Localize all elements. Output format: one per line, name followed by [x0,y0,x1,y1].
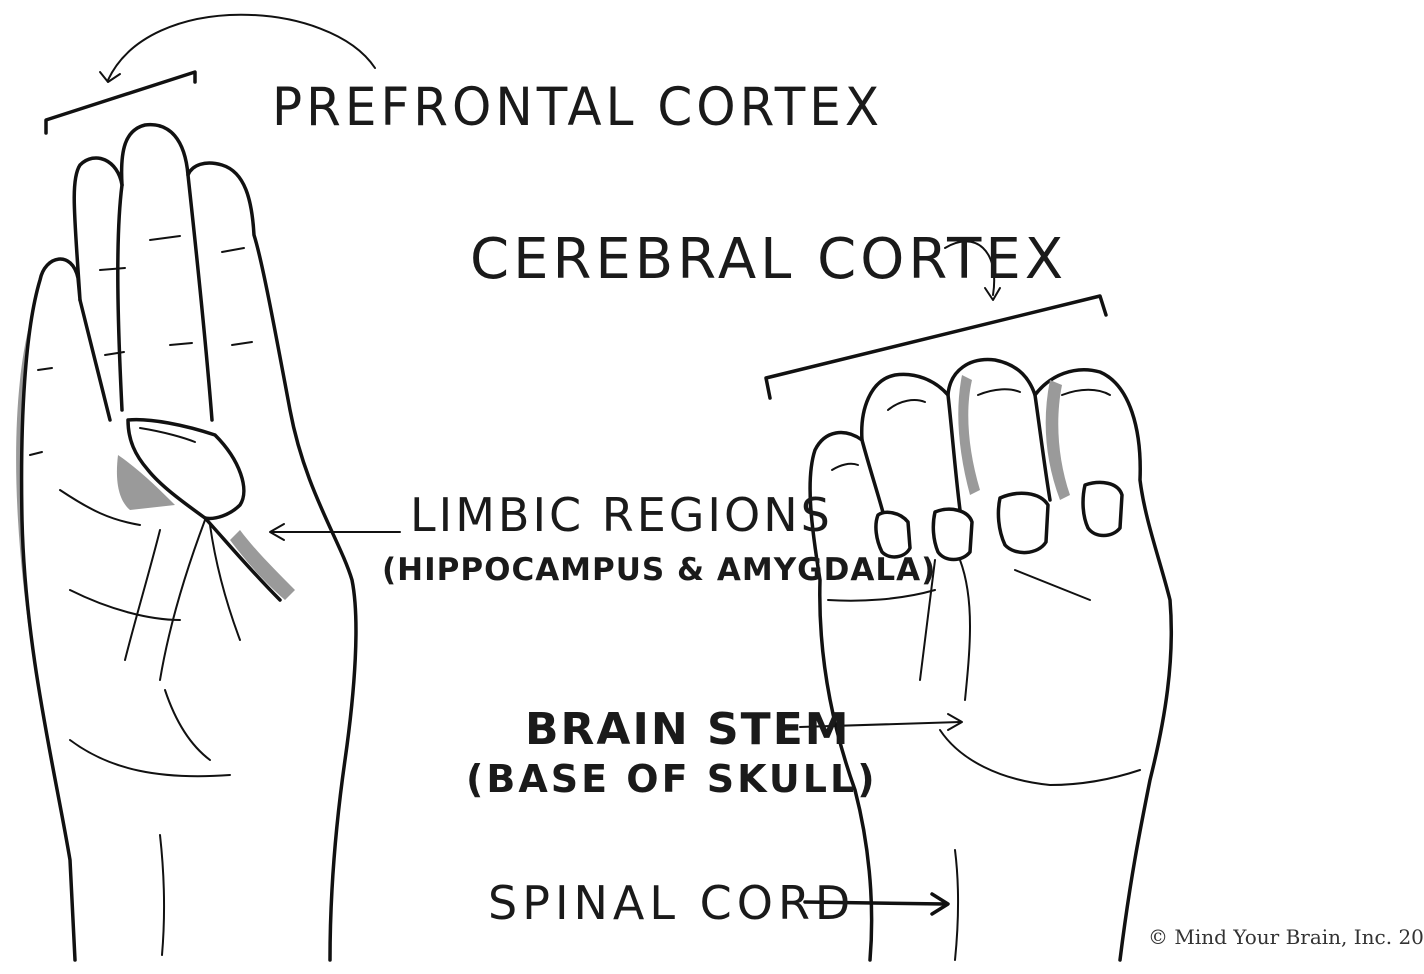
spinal-cord-label: SPINAL CORD [488,880,855,926]
copyright-notice: © Mind Your Brain, Inc. 2018 [1148,925,1424,949]
brain-stem-label: BRAIN STEM [525,708,851,752]
fist-illustration [766,241,1171,960]
brain-stem-sublabel: (BASE OF SKULL) [466,760,878,798]
limbic-regions-label: LIMBIC REGIONS [410,492,833,538]
cerebral-cortex-label: CEREBRAL CORTEX [470,232,1067,288]
prefrontal-cortex-label: PREFRONTAL CORTEX [272,81,883,134]
limbic-regions-sublabel: (HIPPOCAMPUS & AMYGDALA) [382,555,936,586]
open-hand-illustration [16,15,375,960]
